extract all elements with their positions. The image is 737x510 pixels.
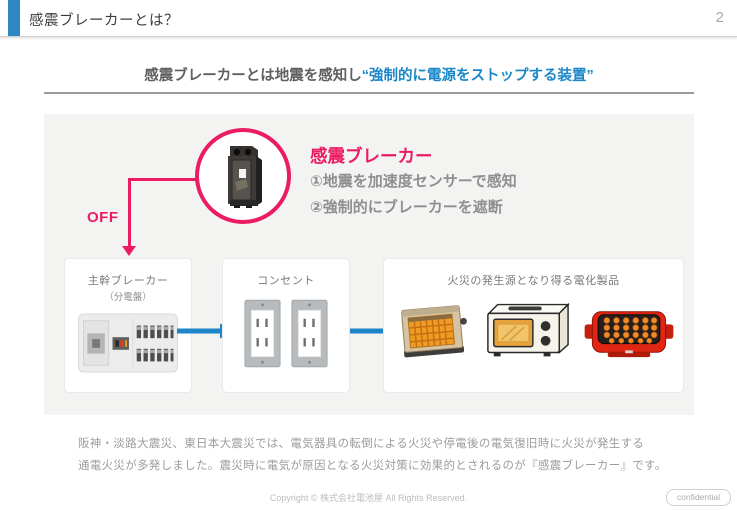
copyright-text: Copyright © 株式会社電池屋 All Rights Reserved. xyxy=(269,493,468,503)
box-appliances: 火災の発生源となり得る電化製品 xyxy=(383,258,684,393)
description-paragraph: 阪神・淡路大震災、東日本大震災では、電気器具の転倒による火災や停電後の電気復旧時… xyxy=(78,433,667,477)
circuit-breaker-icon xyxy=(228,146,262,208)
page-title: 感震ブレーカーとは？ xyxy=(29,13,179,29)
description-line-2: 通電火災が多発しました。震災時に電気が原因となる火災対策に効果的とされるのが『感… xyxy=(78,460,667,472)
breaker-feature-2: ②強制的にブレーカーを遮断 xyxy=(310,199,503,216)
outlet-icon xyxy=(244,299,281,368)
box-outlet-label: コンセント xyxy=(257,275,315,287)
header-accent-bar xyxy=(8,0,20,36)
subtitle: 感震ブレーカーとは地震を感知し“強制的に電源をストップする装置” xyxy=(44,64,694,94)
outlet-icon xyxy=(291,299,328,368)
diagram-panel: OFF 感震ブレーカー ①地震を加速度センサーで感知 ②強制的にブレーカーを遮断 xyxy=(44,114,694,415)
breaker-highlight-circle xyxy=(195,128,291,224)
off-label: OFF xyxy=(87,209,119,226)
subtitle-connector: とは地震を感知し xyxy=(245,68,362,84)
header: 感震ブレーカーとは？ 2 xyxy=(0,0,737,37)
toaster-oven-icon xyxy=(486,302,570,357)
box-main-breaker: 主幹ブレーカー （分電盤） xyxy=(64,258,192,393)
connector-line-horizontal xyxy=(128,178,198,181)
box-outlet: コンセント xyxy=(222,258,350,393)
electric-heater-icon xyxy=(400,305,467,358)
description-line-1: 阪神・淡路大震災、東日本大震災では、電気器具の転倒による火災や停電後の電気復旧時… xyxy=(78,438,645,450)
box-appliances-label: 火災の発生源となり得る電化製品 xyxy=(447,275,620,287)
box-main-breaker-sublabel: （分電盤） xyxy=(104,292,152,303)
breaker-title: 感震ブレーカー xyxy=(310,146,433,166)
connector-arrowhead xyxy=(122,246,136,256)
distribution-panel-icon xyxy=(78,313,178,373)
electric-griddle-icon xyxy=(584,311,673,358)
confidential-badge: confidential xyxy=(665,489,731,506)
page-number: 2 xyxy=(715,9,724,26)
subtitle-highlight: “強制的に電源をストップする装置” xyxy=(361,68,594,84)
connector-line-vertical xyxy=(128,178,131,247)
box-main-breaker-label: 主幹ブレーカー xyxy=(87,275,169,287)
breaker-feature-1: ①地震を加速度センサーで感知 xyxy=(310,173,517,190)
subtitle-lead: 感震ブレーカー xyxy=(144,68,246,84)
